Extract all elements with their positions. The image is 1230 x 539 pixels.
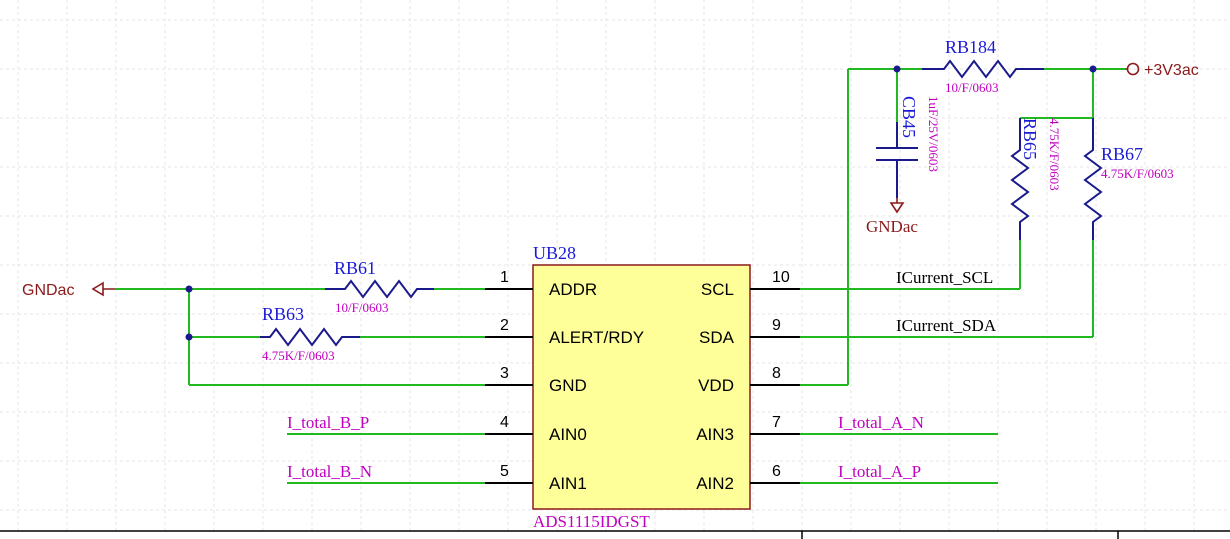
pin-number: 2 [500,317,509,334]
gnd-label: GNDac [866,217,918,236]
resistor-value: 10/F/0603 [945,80,998,95]
pin-name: SDA [699,328,735,347]
resistor-value: 4.75K/F/0603 [262,348,335,363]
gnd-label: GNDac [22,282,74,299]
pin-number: 1 [500,269,509,286]
pin-name: ADDR [549,280,597,299]
ic-ub28[interactable]: UB28 ADS1115IDGST 1 2 3 4 5 ADDR ALERT/R… [485,243,800,531]
capacitor-designator: CB45 [899,96,919,138]
pin-name: VDD [698,376,734,395]
pin-number: 4 [500,414,509,431]
resistor-value: 4.75K/F/0603 [1047,118,1062,191]
right-pins: 10 9 8 7 6 SCL SDA VDD AIN3 AIN2 [696,269,800,493]
gnd-symbol-cap[interactable]: GNDac [866,198,918,236]
pin-number: 6 [772,463,781,480]
pin-number: 5 [500,463,509,480]
pin-name: AIN3 [696,425,734,444]
resistor-rb63[interactable]: RB63 4.75K/F/0603 [260,304,360,363]
pin-number: 10 [772,269,790,286]
net-labels: ICurrent_SCL ICurrent_SDA I_total_B_P I_… [287,268,997,481]
resistor-rb67[interactable]: RB67 4.75K/F/0603 [1083,118,1174,240]
pin-name: AIN2 [696,474,734,493]
ic-part-number: ADS1115IDGST [533,512,650,531]
net-label-ain3: I_total_A_N [838,413,924,432]
pin-number: 7 [772,414,781,431]
net-label-scl: ICurrent_SCL [896,268,993,287]
resistor-value: 10/F/0603 [335,300,388,315]
gnd-symbol-left[interactable]: GNDac [22,281,115,299]
left-pins: 1 2 3 4 5 ADDR ALERT/RDY GND AIN0 AIN1 [485,269,644,493]
pin-number: 3 [500,365,509,382]
net-label-sda: ICurrent_SDA [896,316,997,335]
supply-symbol[interactable]: +3V3ac [1125,62,1199,79]
pin-name: SCL [701,280,734,299]
resistor-rb184[interactable]: RB184 10/F/0603 [922,37,1044,95]
ic-designator: UB28 [533,243,576,263]
sheet-border [0,530,1230,539]
resistor-value: 4.75K/F/0603 [1101,166,1174,181]
resistor-rb65[interactable]: RB65 4.75K/F/0603 [1010,118,1062,240]
pin-name: GND [549,376,587,395]
junctions [185,65,1097,341]
ic-body [532,264,751,510]
resistor-designator: RB63 [262,304,304,324]
pin-number: 9 [772,317,781,334]
resistor-designator: RB61 [334,258,376,278]
supply-label: +3V3ac [1144,62,1199,79]
net-label-ain1: I_total_B_N [287,462,372,481]
resistor-designator: RB184 [945,37,996,57]
resistor-designator: RB67 [1101,144,1143,164]
pin-name: AIN0 [549,425,587,444]
pin-number: 8 [772,365,781,382]
pin-name: AIN1 [549,474,587,493]
net-label-ain2: I_total_A_P [838,462,921,481]
capacitor-value: 1uF/25V/0603 [926,96,941,172]
pin-name: ALERT/RDY [549,328,644,347]
resistor-designator: RB65 [1020,118,1040,160]
net-label-ain0: I_total_B_P [287,413,369,432]
capacitor-cb45[interactable]: CB45 1uF/25V/0603 [876,96,941,198]
resistor-rb61[interactable]: RB61 10/F/0603 [325,258,434,315]
